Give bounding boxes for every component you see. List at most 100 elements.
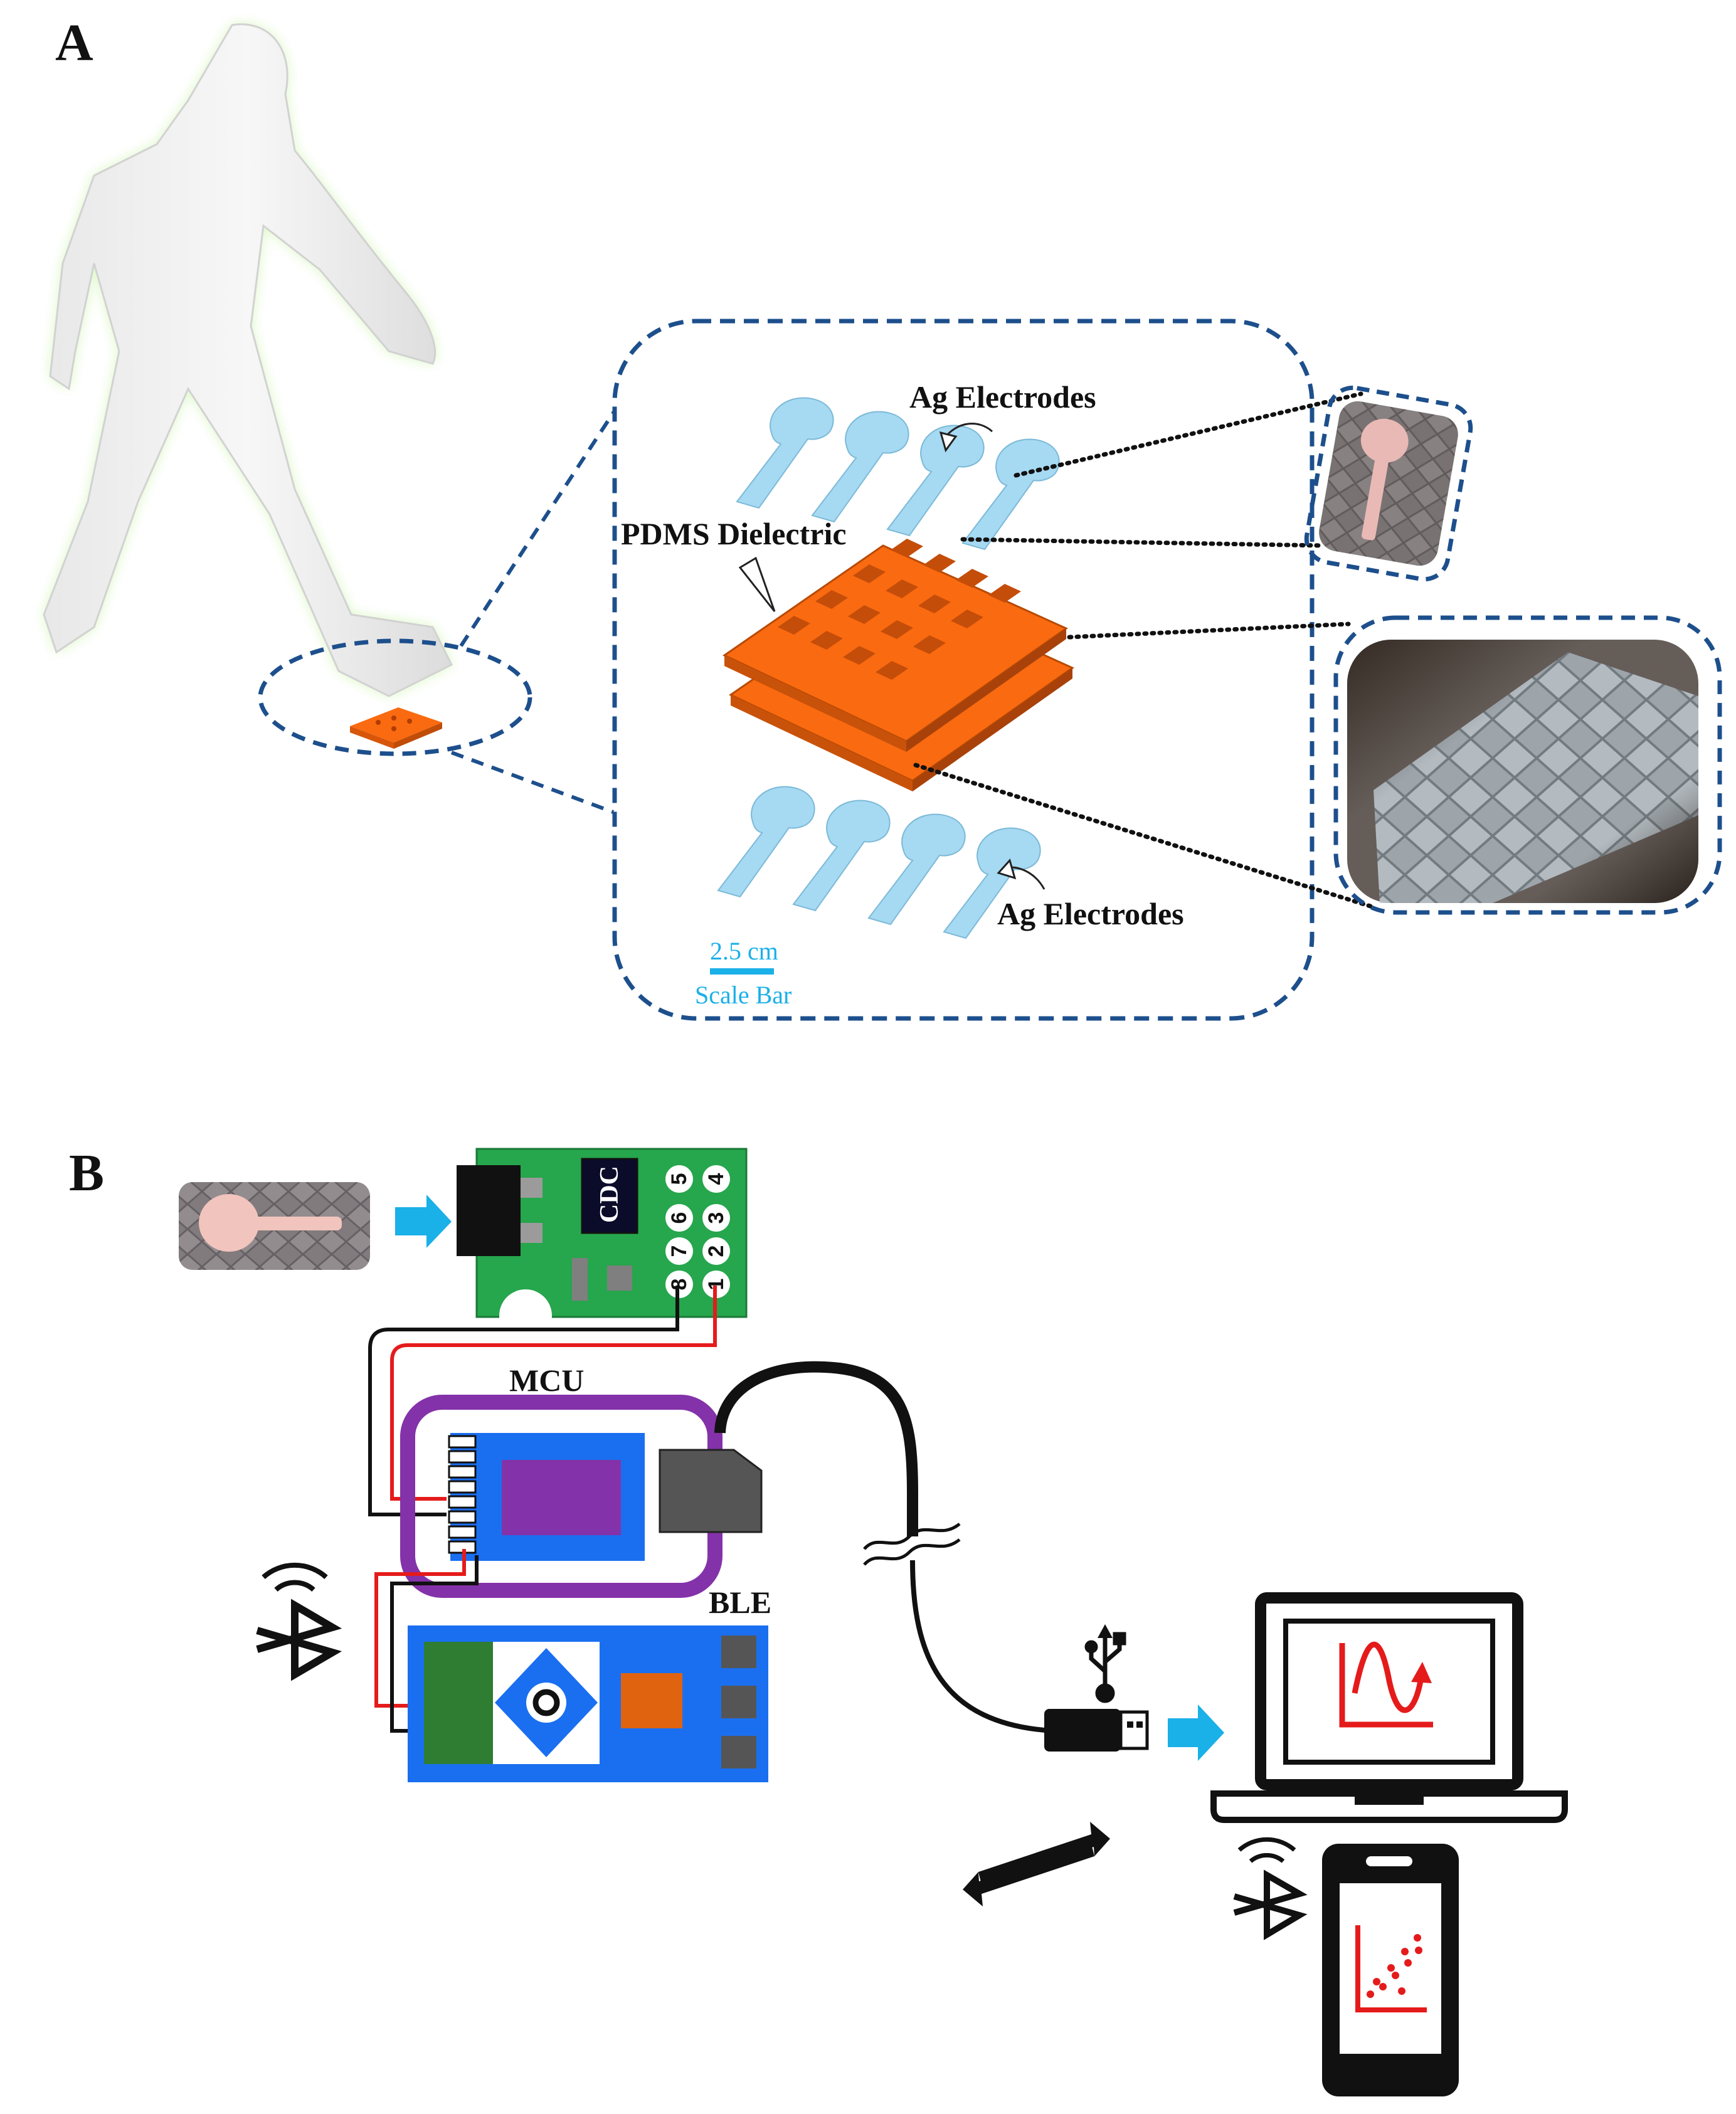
cdc-board: CDC 5 4 6 3 7 2 8 1: [457, 1148, 748, 1342]
pointer-arrow-dielectric: [738, 556, 776, 612]
dielectric-cavity: [876, 661, 908, 680]
dielectric-cavity: [810, 631, 843, 650]
usb-port: [659, 1449, 763, 1533]
usb-cable-thick: [714, 1361, 918, 1536]
scatter-dot: [1373, 1978, 1380, 1985]
scatter-dot: [1387, 1964, 1395, 1972]
cdc-chip-label: CDC: [595, 1166, 624, 1223]
pin-number: 2: [704, 1245, 728, 1257]
dielectric-cavity: [913, 635, 946, 654]
mcu-label: MCU: [509, 1363, 584, 1398]
bottom-electrode: [867, 813, 966, 926]
sensor-zoom-ellipse: [258, 638, 532, 756]
pin-hole: [702, 1165, 730, 1193]
top-electrode: [811, 411, 909, 523]
dielectric-cavity: [951, 610, 983, 628]
mcu-pin: [448, 1435, 477, 1449]
flow-arrow-usb-to-laptop: [1168, 1704, 1224, 1761]
pin-hole: [665, 1271, 693, 1298]
scatter-dot: [1392, 1972, 1399, 1979]
mcu-to-ble-wires: [374, 1549, 479, 1733]
dielectric-cavity: [815, 590, 848, 609]
usb-icon: [1084, 1624, 1126, 1703]
scatter-dot: [1404, 1959, 1412, 1967]
phone-scatter-plot-icon: [1355, 1925, 1427, 2012]
scale-bar-caption: Scale Bar: [695, 981, 791, 1009]
cdc-to-mcu-wires: [368, 1286, 717, 1516]
pin-number: 5: [667, 1173, 691, 1185]
dielectric-cavity: [918, 595, 951, 613]
top-electrode: [961, 438, 1060, 551]
cable-break-mark: [863, 1523, 961, 1566]
dielectric-cavity: [886, 579, 918, 598]
top-electrode: [886, 425, 985, 537]
scale-bar: [710, 968, 774, 975]
pdms-photo: [1347, 640, 1698, 903]
dielectric-cavity: [853, 564, 886, 583]
scatter-dot: [1398, 1987, 1405, 1995]
pin-number: 7: [667, 1245, 691, 1257]
laptop-icon: [1210, 1592, 1568, 1823]
usb-cable-thin: [910, 1560, 1054, 1733]
pin-hole: [665, 1204, 693, 1232]
cdc-chip: [581, 1158, 638, 1234]
pin-hole: [702, 1204, 730, 1232]
dielectric-cavity: [988, 584, 1021, 603]
sensor-photo: [179, 1182, 370, 1270]
laptop-plot-icon: [1339, 1641, 1433, 1728]
dielectric-cavity: [843, 646, 876, 665]
human-figure: [43, 23, 453, 697]
scatter-dot: [1401, 1948, 1409, 1955]
pdms-dielectric-layers: [722, 539, 1075, 791]
pointer-arrow-top: [939, 431, 958, 453]
pin-number: 1: [704, 1279, 728, 1291]
mcu-pin: [448, 1510, 477, 1524]
top-electrode-label: Ag Electrodes: [909, 379, 1096, 415]
connector-block: [457, 1165, 521, 1256]
pin-number: 6: [667, 1212, 691, 1224]
bottom-electrode-row: [717, 786, 1041, 939]
pointer-arrow-bottom: [997, 858, 1017, 880]
dielectric-cavity: [848, 605, 881, 624]
bottom-electrode: [943, 827, 1041, 939]
dielectric-cavity: [923, 554, 956, 573]
mini-sensor: [350, 707, 442, 749]
flow-arrow-sensor-to-cdc: [395, 1195, 452, 1248]
scatter-dot: [1414, 1934, 1421, 1942]
pin-number: 3: [704, 1212, 728, 1224]
zoom-line-upper: [459, 410, 617, 647]
leader-lines: [913, 391, 1373, 909]
exploded-view-box: [612, 319, 1315, 1021]
mcu-pin: [448, 1525, 477, 1539]
mcu-pin: [448, 1495, 477, 1509]
bluetooth-wifi-icon-phone: [1233, 1837, 1308, 1940]
usb-stick: [1044, 1709, 1149, 1752]
zoom-line-lower: [450, 751, 615, 814]
pin-hole: [665, 1237, 693, 1265]
scatter-dot: [1415, 1947, 1422, 1954]
panel-a-letter: A: [55, 14, 93, 72]
bottom-electrode: [792, 800, 891, 912]
bluetooth-wifi-icon: [256, 1562, 342, 1681]
pin-hole: [702, 1271, 730, 1298]
bottom-electrode-label: Ag Electrodes: [997, 896, 1184, 931]
mcu-pin: [448, 1450, 477, 1464]
pdms-photo-inset-frame: [1333, 615, 1722, 915]
dielectric-label: PDMS Dielectric: [621, 516, 847, 551]
single-electrode-inset-frame: [1304, 385, 1473, 582]
dielectric-cavity: [891, 539, 923, 558]
mcu-module: [400, 1395, 763, 1598]
pin-number: 4: [704, 1173, 728, 1185]
mcu-pin: [448, 1480, 477, 1494]
dielectric-cavity: [778, 616, 810, 635]
pin-number: 8: [667, 1279, 691, 1291]
top-electrode-row: [736, 397, 1060, 551]
pin-hole: [702, 1237, 730, 1265]
top-electrode: [736, 397, 834, 509]
scatter-dot: [1367, 1990, 1374, 1998]
scatter-dot: [1379, 1983, 1387, 1990]
panel-b-letter: B: [69, 1144, 104, 1202]
ble-label: BLE: [709, 1585, 771, 1620]
single-electrode-photo: [1319, 401, 1458, 566]
dielectric-cavity: [881, 620, 913, 639]
